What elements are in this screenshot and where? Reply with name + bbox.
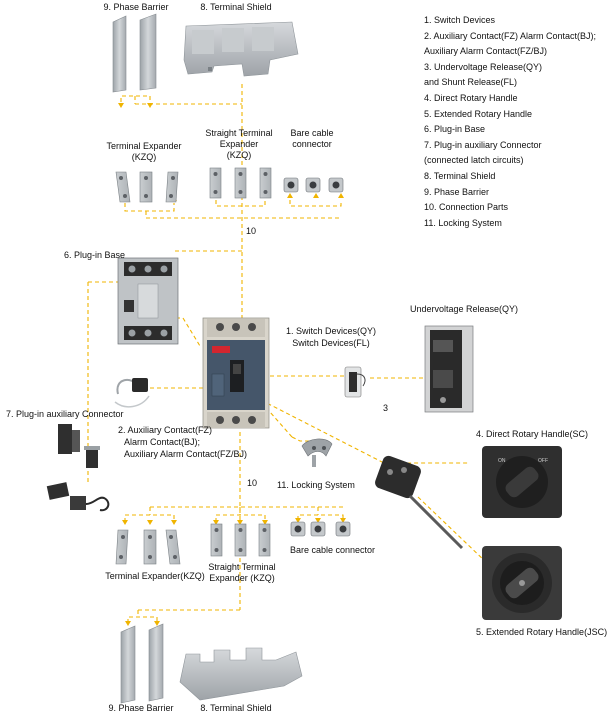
phase-barrier-bottom-image (120, 623, 164, 704)
bare-cable-bottom-label: Bare cable connector (290, 545, 376, 555)
phase-barrier-top-label: 9. Phase Barrier (103, 2, 169, 12)
terminal-shield-top-label: 8. Terminal Shield (200, 2, 272, 12)
legend-item: 8. Terminal Shield (424, 170, 496, 181)
legend-item: 4. Direct Rotary Handle (424, 92, 518, 103)
rotary-handle-shaft-image (375, 455, 464, 550)
terminal-expander-top-label-2: (KZQ) (131, 152, 157, 162)
extended-rotary-handle-image (482, 546, 562, 620)
aux-contact-label-3: Auxiliary Alarm Contact(FZ/BJ) (124, 449, 248, 459)
undervoltage-release-label: Undervoltage Release(QY) (410, 304, 519, 314)
terminal-shield-top-image (183, 21, 299, 77)
straight-terminal-expander-top-image (209, 167, 272, 199)
legend-item: 6. Plug-in Base (424, 124, 486, 135)
bare-cable-top-label-1: Bare cable (290, 128, 334, 138)
connection-parts-top-number: 10 (246, 226, 257, 236)
legend-item: and Shunt Release(FL) (424, 77, 518, 88)
phase-barrier-bottom-label: 9. Phase Barrier (108, 703, 174, 713)
auxiliary-contact-image (114, 378, 150, 408)
straight-expander-bottom-label-2: Expander (KZQ) (209, 573, 275, 583)
plug-in-base-label: 6. Plug-in Base (64, 250, 126, 260)
straight-expander-top-label-2: Expander (219, 139, 259, 149)
legend-item: 10. Connection Parts (424, 202, 509, 213)
circuit-breaker-image (202, 317, 270, 429)
straight-expander-bottom-label-1: Straight Terminal (208, 562, 276, 572)
terminal-expander-top-label-1: Terminal Expander (106, 141, 182, 151)
terminal-shield-bottom-image (179, 647, 303, 701)
straight-terminal-expander-bottom-image (210, 523, 271, 557)
legend-item: 11. Locking System (424, 217, 502, 228)
aux-contact-label-1: 2. Auxiliary Contact(FZ) (118, 425, 213, 435)
aux-contact-label-2: Alarm Contact(BJ); (124, 437, 201, 447)
switch-devices-label-1: 1. Switch Devices(QY) (285, 326, 377, 336)
plug-in-aux-connector-image (46, 424, 110, 512)
terminal-expander-bottom-image (115, 529, 181, 565)
locking-system-image (301, 438, 333, 467)
legend-item: 1. Switch Devices (424, 15, 496, 25)
accessory-legend: 1. Switch Devices 2. Auxiliary Contact(F… (424, 13, 596, 231)
straight-expander-top-label-1: Straight Terminal (205, 128, 273, 138)
switch-device-module-image (344, 366, 366, 398)
switch-devices-label-2: Switch Devices(FL) (292, 338, 370, 348)
legend-item: 3. Undervoltage Release(QY) (424, 61, 543, 72)
legend-item: 9. Phase Barrier (424, 186, 490, 197)
plug-in-base-image (117, 257, 179, 345)
connection-parts-bottom-number: 10 (247, 478, 258, 488)
undervoltage-release-image (424, 325, 474, 413)
extended-rotary-handle-label: 5. Extended Rotary Handle(JSC) (476, 627, 608, 637)
legend-item: (connected latch circuits) (424, 155, 524, 166)
terminal-shield-bottom-label: 8. Terminal Shield (200, 703, 272, 713)
plug-in-aux-connector-label: 7. Plug-in auxiliary Connector (6, 409, 124, 419)
bare-cable-connector-bottom-image (290, 521, 351, 537)
svg-text:ON: ON (498, 458, 506, 464)
release-number-label: 3 (383, 403, 389, 413)
connector-lines (87, 84, 488, 623)
legend-item: Auxiliary Alarm Contact(FZ/BJ) (424, 46, 548, 57)
bare-cable-connector-top-image (283, 177, 344, 193)
locking-system-label: 11. Locking System (277, 480, 355, 490)
direct-rotary-handle-label: 4. Direct Rotary Handle(SC) (476, 429, 589, 439)
legend-item: 2. Auxiliary Contact(FZ) Alarm Contact(B… (424, 30, 597, 41)
phase-barrier-top-image (112, 13, 157, 93)
straight-expander-top-label-3: (KZQ) (226, 150, 252, 160)
svg-text:OFF: OFF (538, 458, 548, 464)
terminal-expander-top-image (115, 171, 179, 203)
legend-item: 5. Extended Rotary Handle (424, 108, 533, 119)
bare-cable-top-label-2: connector (292, 139, 332, 149)
terminal-expander-bottom-label: Terminal Expander(KZQ) (105, 571, 205, 581)
direct-rotary-handle-image: ON OFF (482, 446, 562, 518)
legend-item: 7. Plug-in auxiliary Connector (424, 139, 542, 150)
